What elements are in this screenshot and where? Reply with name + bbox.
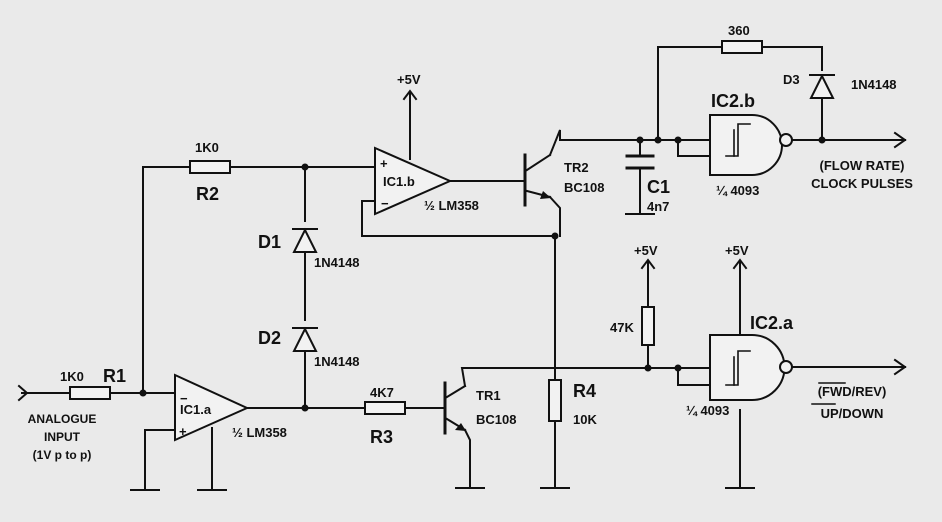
r2-ref: R2 (196, 184, 219, 204)
resistor-r3 (364, 401, 406, 415)
output-b-line1: (FLOW RATE) (820, 158, 905, 173)
resistor-360 (721, 40, 763, 54)
ic1a-ref: IC1.a (180, 402, 212, 417)
r4-ref: R4 (573, 381, 596, 401)
d2-ref: D2 (258, 328, 281, 348)
transistor-tr1 (443, 381, 467, 435)
diode-d2 (292, 326, 318, 352)
output-a-line2: UP/DOWN (821, 406, 884, 421)
opamp-ic1a (174, 373, 250, 442)
d1-part: 1N4148 (314, 255, 360, 270)
tr2-part: BC108 (564, 180, 604, 195)
ic2b-ref: IC2.b (711, 91, 755, 111)
r3-value: 4K7 (370, 385, 394, 400)
supply-47k: +5V (634, 243, 658, 258)
d2-part: 1N4148 (314, 354, 360, 369)
ic2a-part: ¼ 4093 (686, 403, 729, 418)
nand-gate-ic2b (709, 114, 793, 176)
ic1b-noninverting-mark: + (380, 156, 388, 171)
tr2-ref: TR2 (564, 160, 589, 175)
r1-ref: R1 (103, 366, 126, 386)
r360-value: 360 (728, 23, 750, 38)
c1-ref: C1 (647, 177, 670, 197)
resistor-47k (641, 306, 655, 346)
ic1a-inverting-mark: − (180, 391, 188, 406)
diode-d3 (809, 73, 835, 99)
ic1b-part: ½ LM358 (424, 198, 479, 213)
r3-ref: R3 (370, 427, 393, 447)
output-a-line1: (FWD/REV) (818, 384, 887, 399)
input-label-line2: INPUT (44, 430, 81, 444)
capacitor-c1 (625, 154, 655, 170)
nand-gate-ic2a (709, 334, 793, 401)
input-label-line3: (1V p to p) (33, 448, 92, 462)
r2-value: 1K0 (195, 140, 219, 155)
output-b-line2: CLOCK PULSES (811, 176, 913, 191)
input-label-line1: ANALOGUE (28, 412, 97, 426)
d3-ref: D3 (783, 72, 800, 87)
ic2b-part: ¼ 4093 (716, 183, 759, 198)
c1-value: 4n7 (647, 199, 669, 214)
r1-value: 1K0 (60, 369, 84, 384)
ic1b-ref: IC1.b (383, 174, 415, 189)
resistor-r2 (189, 160, 231, 174)
opamp-ic1b (374, 146, 453, 216)
supply-ic1b: +5V (397, 72, 421, 87)
tr1-part: BC108 (476, 412, 516, 427)
ic1a-part: ½ LM358 (232, 425, 287, 440)
ic2a-ref: IC2.a (750, 313, 794, 333)
wiring (17, 46, 907, 491)
supply-ic2a: +5V (725, 243, 749, 258)
r47k-value: 47K (610, 320, 634, 335)
ic1a-noninverting-mark: + (179, 424, 187, 439)
tr1-ref: TR1 (476, 388, 501, 403)
d1-ref: D1 (258, 232, 281, 252)
r4-value: 10K (573, 412, 597, 427)
d3-part: 1N4148 (851, 77, 897, 92)
junctions (139, 136, 826, 412)
ic1b-inverting-mark: − (381, 196, 389, 211)
diode-d1 (292, 227, 318, 253)
resistor-r4 (548, 379, 562, 422)
transistor-tr2 (523, 153, 552, 207)
resistor-r1 (69, 386, 111, 400)
